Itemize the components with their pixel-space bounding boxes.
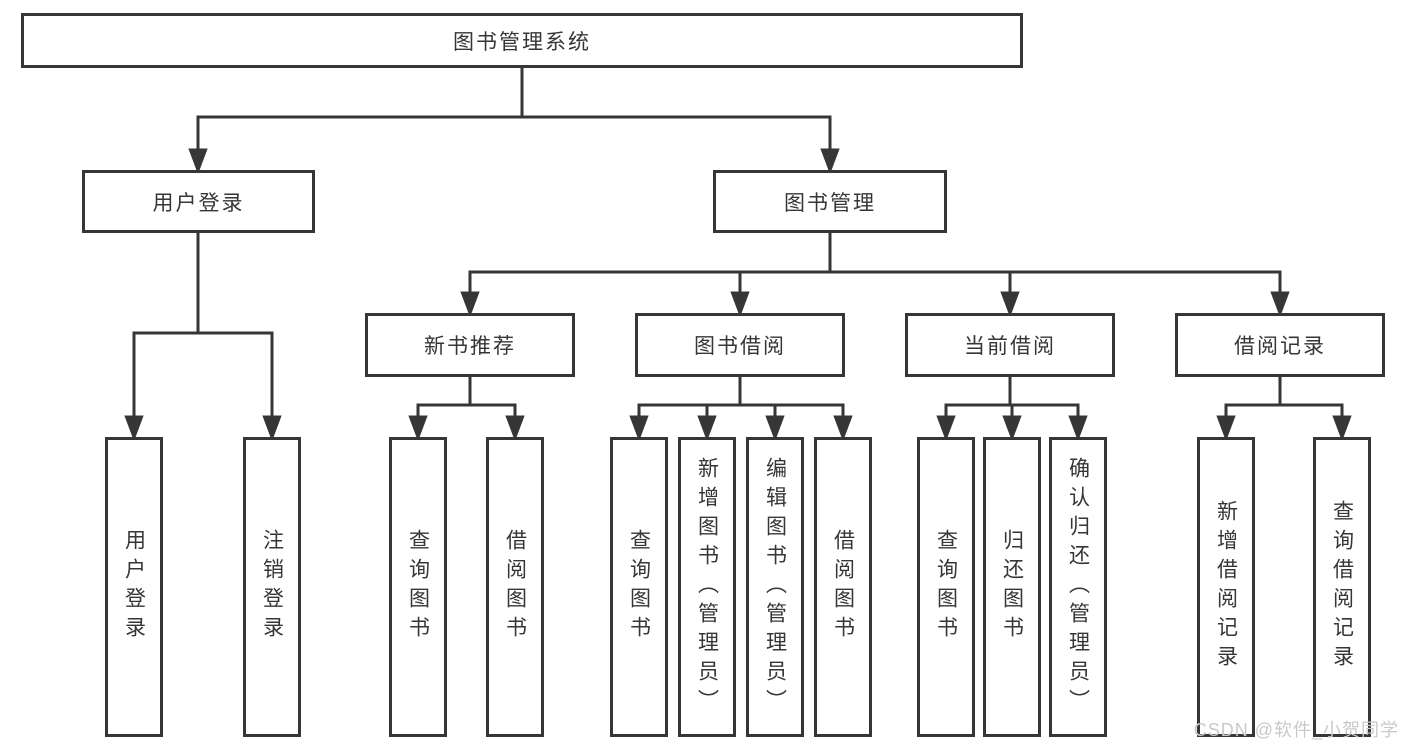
leaf-node-add-borrow-record: 新增借阅记录 (1197, 437, 1255, 737)
leaf-label: 借阅图书 (831, 529, 855, 645)
leaf-node-edit-books-admin: 编辑图书（管理员） (746, 437, 804, 737)
node-book-mgmt: 图书管理 (713, 170, 947, 233)
leaf-label: 查询图书 (627, 529, 651, 645)
leaf-label: 用户登录 (122, 529, 146, 645)
connector-book-mgmt-to-level3 (460, 233, 1290, 318)
connector-new-book-rec-to-leaves (408, 377, 525, 442)
leaf-label: 查询借阅记录 (1330, 500, 1354, 674)
node-root-label: 图书管理系统 (453, 30, 591, 54)
node-book-borrow: 图书借阅 (635, 313, 845, 377)
leaf-label: 归还图书 (1000, 529, 1024, 645)
connector-current-borrow-to-leaves (936, 377, 1088, 442)
leaf-node-user-login: 用户登录 (105, 437, 163, 737)
node-borrow-records: 借阅记录 (1175, 313, 1385, 377)
node-new-book-rec-label: 新书推荐 (424, 335, 516, 358)
leaf-node-query-books-rec: 查询图书 (389, 437, 447, 737)
leaf-label: 编辑图书（管理员） (763, 456, 787, 718)
connector-user-login-to-leaves (124, 233, 282, 442)
leaf-label: 新增借阅记录 (1214, 500, 1238, 674)
leaf-label: 确认归还（管理员） (1066, 456, 1090, 718)
node-book-mgmt-label: 图书管理 (784, 191, 876, 215)
leaf-label: 查询图书 (406, 529, 430, 645)
leaf-node-borrow-books-rec: 借阅图书 (486, 437, 544, 737)
node-current-borrow: 当前借阅 (905, 313, 1115, 377)
node-book-borrow-label: 图书借阅 (694, 335, 786, 358)
leaf-node-confirm-return-admin: 确认归还（管理员） (1049, 437, 1107, 737)
node-new-book-rec: 新书推荐 (365, 313, 575, 377)
node-user-login-label: 用户登录 (152, 191, 245, 215)
node-current-borrow-label: 当前借阅 (964, 335, 1056, 358)
leaf-label: 注销登录 (260, 529, 284, 645)
leaf-node-return-books: 归还图书 (983, 437, 1041, 737)
leaf-node-query-borrow-record: 查询借阅记录 (1313, 437, 1371, 737)
connector-borrow-records-to-leaves (1216, 377, 1352, 442)
leaf-label: 新增图书（管理员） (695, 456, 719, 718)
leaf-node-query-books-borrow: 查询图书 (610, 437, 668, 737)
node-borrow-records-label: 借阅记录 (1234, 335, 1326, 358)
node-root: 图书管理系统 (21, 13, 1023, 68)
leaf-label: 借阅图书 (503, 529, 527, 645)
node-user-login: 用户登录 (82, 170, 315, 233)
connector-book-borrow-to-leaves (629, 377, 853, 442)
leaf-label: 查询图书 (934, 529, 958, 645)
connector-root-to-level2 (188, 68, 840, 175)
leaf-node-query-books-current: 查询图书 (917, 437, 975, 737)
leaf-node-borrow-books: 借阅图书 (814, 437, 872, 737)
csdn-watermark: CSDN @软件_小贺同学 (1193, 720, 1399, 740)
leaf-node-logout: 注销登录 (243, 437, 301, 737)
leaf-node-add-books-admin: 新增图书（管理员） (678, 437, 736, 737)
